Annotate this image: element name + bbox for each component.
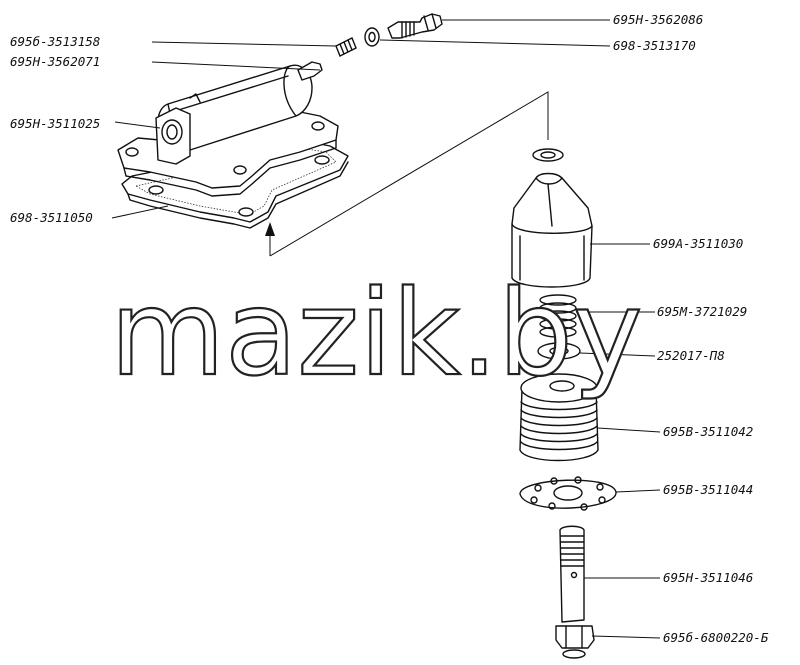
perforated-disk-part (519, 476, 617, 511)
bolt-part (559, 525, 585, 623)
fitting-part (387, 13, 443, 39)
part-label: 695Н-3511046 (663, 570, 753, 585)
leader-lines (111, 19, 661, 639)
part-label: 699А-3511030 (653, 236, 743, 251)
part-label: 695б-6800220-Б (663, 630, 769, 645)
part-label: 695б-3513158 (10, 34, 100, 49)
watermark-text: mazik.by (110, 264, 643, 402)
part-label: 695Н-3511025 (10, 116, 100, 131)
spring-part (539, 294, 577, 338)
ribbed-body-part (519, 373, 599, 462)
part-label: 695В-3511044 (663, 482, 753, 497)
top-washer-part (532, 148, 564, 162)
spring-washer-part (537, 342, 581, 360)
assembly-path-line (265, 91, 549, 257)
part-label: 695Н-3562086 (613, 12, 703, 27)
valve-housing-part (117, 61, 349, 229)
part-label: 252017-П8 (657, 348, 725, 363)
nut-part (555, 625, 595, 659)
part-label: 695Н-3562071 (10, 54, 100, 69)
part-label: 695М-3721029 (657, 304, 747, 319)
part-label: 695В-3511042 (663, 424, 753, 439)
part-label: 698-3513170 (613, 38, 696, 53)
small-spring-part (335, 37, 357, 57)
part-label: 698-3511050 (10, 210, 93, 225)
small-washer-part (364, 27, 380, 47)
piston-part (511, 172, 593, 288)
